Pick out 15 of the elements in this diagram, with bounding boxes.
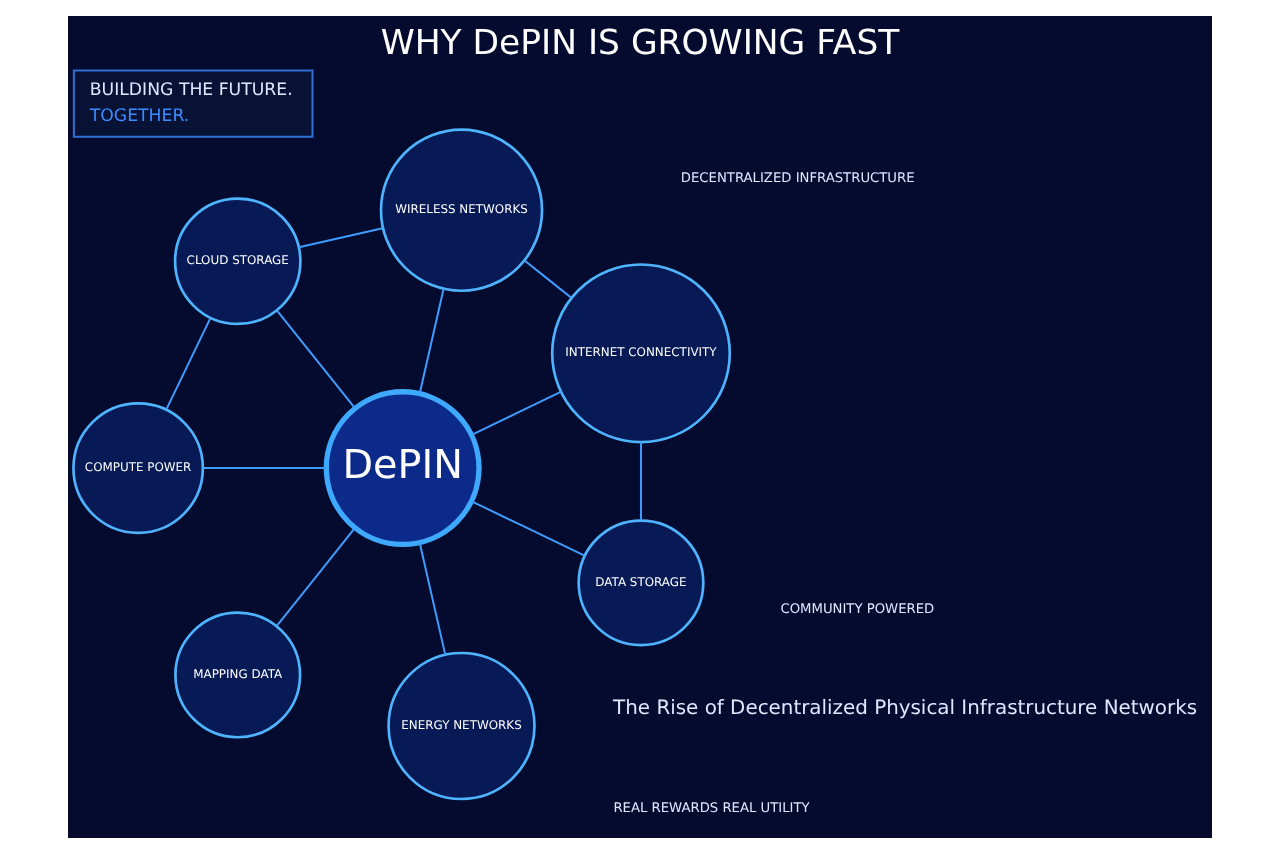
connector xyxy=(202,467,327,470)
connector xyxy=(418,287,445,395)
diagram-title: WHY DePIN IS GROWING FAST xyxy=(380,24,900,65)
connector xyxy=(523,259,573,299)
node-box: BUILDING THE FUTURE. TOGETHER. xyxy=(72,69,314,138)
connector xyxy=(275,527,356,627)
connector xyxy=(165,317,212,411)
connector xyxy=(639,441,642,522)
connector xyxy=(471,500,586,557)
label: The Rise of Decentralized Physical Infrastructure Networks xyxy=(613,698,1198,721)
node-circle: DePIN xyxy=(323,389,482,548)
connector xyxy=(418,542,447,656)
connector xyxy=(471,390,563,436)
connector xyxy=(298,227,384,249)
connector xyxy=(276,309,356,409)
